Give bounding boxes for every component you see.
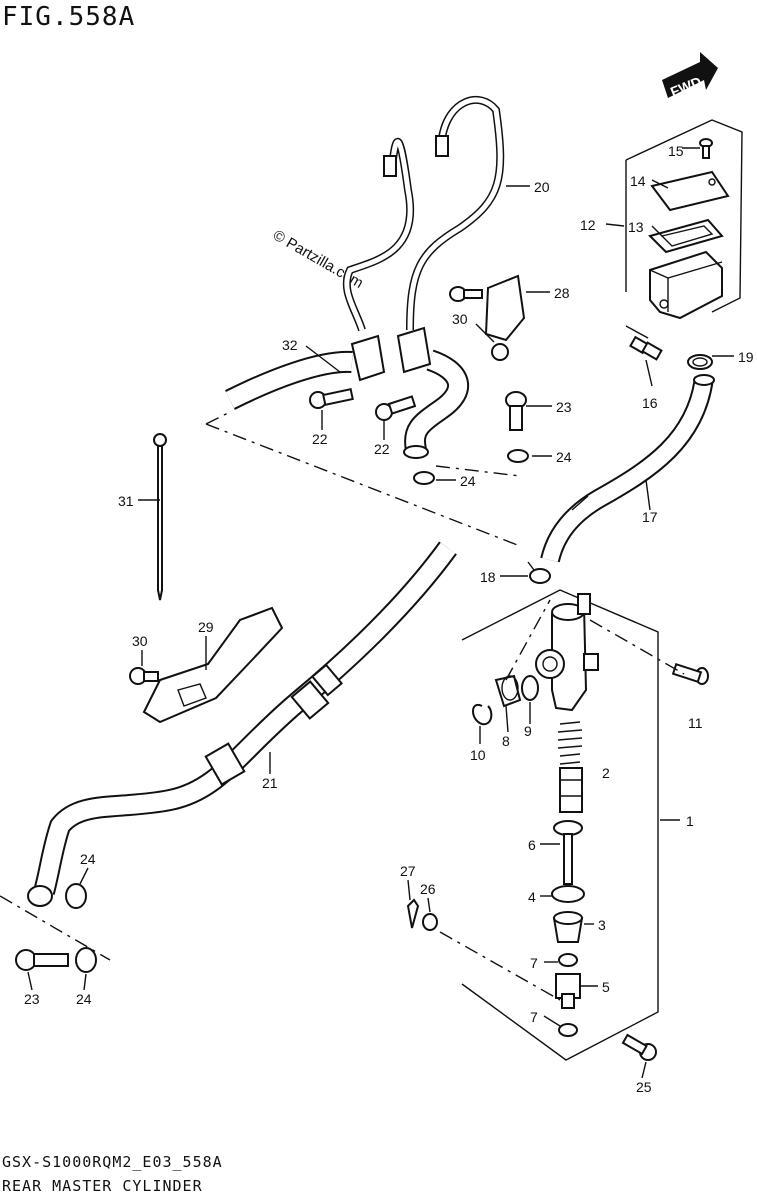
bracket-28	[484, 274, 526, 361]
callout-24-upper-right: 24	[556, 449, 572, 465]
callout-27: 27	[400, 863, 416, 879]
master-cylinder-body	[535, 593, 599, 712]
push-rod	[553, 820, 583, 885]
reservoir-hose	[540, 374, 715, 563]
figure-title: FIG.558A	[2, 2, 136, 32]
callout-32: 32	[282, 337, 298, 353]
callout-22-left: 22	[312, 431, 328, 447]
washer-24-lower-upper	[65, 883, 87, 909]
o-ring-9	[521, 675, 539, 701]
brake-hose-upper	[342, 96, 505, 332]
callout-24-lower-upper: 24	[80, 851, 96, 867]
nut-7-upper	[558, 953, 578, 967]
callout-26: 26	[420, 881, 436, 897]
piston-spring	[557, 721, 583, 813]
callout-16: 16	[642, 395, 658, 411]
callout-25: 25	[636, 1079, 652, 1095]
reservoir-cap	[650, 170, 730, 212]
screw-15	[699, 138, 713, 159]
reservoir-tank	[649, 250, 723, 320]
callout-8: 8	[502, 733, 510, 749]
bolt-23-lower	[15, 949, 69, 971]
washer-24-lower-lower	[75, 947, 97, 973]
leader-lines	[27, 147, 734, 1079]
footer-code: GSX-S1000RQM2_E03_558A	[2, 1153, 223, 1171]
circlip-10	[472, 703, 493, 726]
callout-20: 20	[534, 179, 550, 195]
master-cylinder-group-outline	[461, 589, 659, 1061]
callout-21: 21	[262, 775, 278, 791]
bolt-22-right	[375, 395, 417, 421]
callout-23-lower: 23	[24, 991, 40, 1007]
callout-23-upper: 23	[556, 399, 572, 415]
callout-7-upper: 7	[530, 955, 538, 971]
callout-28: 28	[554, 285, 570, 301]
callout-18: 18	[480, 569, 496, 585]
callout-22-right: 22	[374, 441, 390, 457]
callout-29: 29	[198, 619, 214, 635]
callout-5: 5	[602, 979, 610, 995]
bolt-30-upper	[449, 286, 483, 302]
callout-2: 2	[602, 765, 610, 781]
bolt-11	[671, 662, 709, 685]
callout-9: 9	[524, 723, 532, 739]
brake-hose-lower	[27, 541, 457, 907]
callout-19: 19	[738, 349, 754, 365]
reservoir-group-outline	[625, 119, 743, 313]
clamp-19	[687, 354, 713, 370]
nut-7-lower	[558, 1023, 578, 1037]
bolt-16	[629, 335, 663, 361]
boot	[552, 911, 584, 943]
callout-4: 4	[528, 889, 536, 905]
washer-24-upper-left	[413, 471, 435, 485]
bracket-29	[142, 606, 284, 724]
callout-3: 3	[598, 917, 606, 933]
footer-caption: REAR MASTER CYLINDER	[2, 1177, 203, 1195]
callout-13: 13	[628, 219, 644, 235]
callout-6: 6	[528, 837, 536, 853]
washer-24-upper-right	[507, 449, 529, 463]
watermark: © Partzilla.com	[270, 227, 366, 292]
callout-30-upper: 30	[452, 311, 468, 327]
callout-7-lower: 7	[530, 1009, 538, 1025]
cotter-pin	[406, 898, 420, 929]
circlip-4	[551, 885, 585, 903]
callout-31: 31	[118, 493, 134, 509]
callout-15: 15	[668, 143, 684, 159]
cable-tie	[153, 433, 167, 601]
union-fitting	[494, 674, 522, 708]
clamp-18	[527, 561, 551, 584]
fwd-arrow-icon: FWD	[662, 52, 718, 100]
callout-14: 14	[630, 173, 646, 189]
bolt-22-left	[309, 388, 354, 409]
callout-24-lower-lower: 24	[76, 991, 92, 1007]
callout-10: 10	[470, 747, 486, 763]
callout-30-lower: 30	[132, 633, 148, 649]
hose-junction	[225, 326, 470, 459]
clevis	[555, 973, 581, 1009]
callout-24-upper-left: 24	[460, 473, 476, 489]
bolt-23-upper	[505, 391, 527, 431]
callout-11: 11	[688, 715, 703, 731]
bolt-25	[621, 1033, 657, 1061]
callout-17: 17	[642, 509, 658, 525]
bolt-30-lower	[129, 667, 159, 685]
callout-1: 1	[686, 813, 694, 829]
washer-26	[422, 913, 438, 931]
callout-12: 12	[580, 217, 596, 233]
diaphragm-plate	[648, 218, 724, 254]
